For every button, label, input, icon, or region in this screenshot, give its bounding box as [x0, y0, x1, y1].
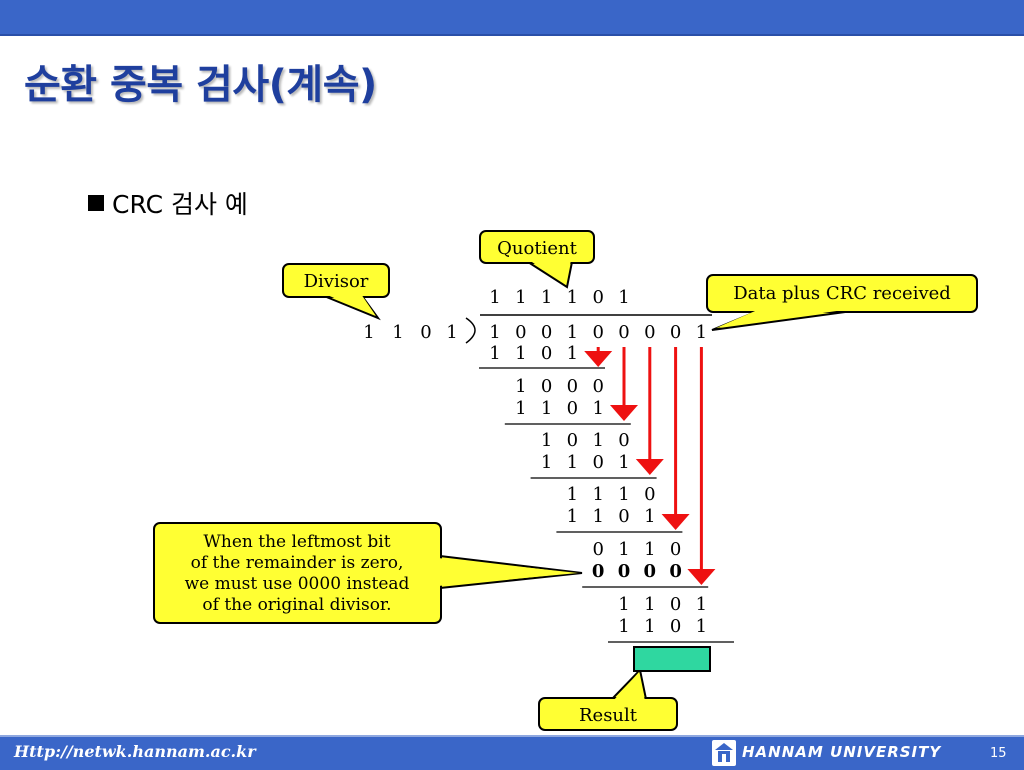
dividend-bit: 1	[489, 322, 500, 343]
slide-title: 순환 중복 검사(계속)	[24, 62, 377, 108]
quotient-bit: 1	[618, 287, 629, 308]
division-bracket	[465, 317, 476, 344]
step-bit: 1	[696, 594, 707, 615]
note-line-3: we must use 0000 instead	[185, 574, 410, 594]
university-logo-icon	[712, 740, 736, 766]
bring-down-arrows	[584, 347, 716, 585]
step-bit: 1	[541, 430, 552, 451]
quotient-bit: 1	[541, 287, 552, 308]
data-crc-callout-box	[706, 274, 978, 313]
divisor-bit: 0	[420, 322, 431, 343]
step-bit: 1	[644, 539, 655, 560]
footer-university-name: HANNAM UNIVERSITY	[742, 743, 942, 761]
step-bit: 0	[592, 539, 603, 560]
step-bit: 1	[592, 398, 603, 419]
step-bit: 1	[618, 484, 629, 505]
step-bit: 1	[489, 343, 500, 364]
dividend-bit: 0	[670, 322, 681, 343]
dividend-bit: 1	[696, 322, 707, 343]
data-crc-callout-pointer-fill	[716, 308, 858, 328]
step-bit: 0	[644, 561, 657, 582]
bring-down-arrow	[584, 347, 613, 367]
footer-url[interactable]: Http://netwk.hannam.ac.kr	[14, 742, 256, 761]
step-bit: 0	[567, 398, 578, 419]
footer-bar: Http://netwk.hannam.ac.kr HANNAM UNIVERS…	[0, 735, 1024, 770]
step-bit: 1	[618, 616, 629, 637]
step-bit: 1	[644, 594, 655, 615]
quotient-bit: 1	[489, 287, 500, 308]
subtraction-lines	[479, 367, 734, 643]
quotient-label: Quotient	[497, 238, 577, 259]
step-bit: 1	[567, 343, 578, 364]
data-crc-label: Data plus CRC received	[733, 283, 951, 304]
step-bit: 0	[644, 484, 655, 505]
note-line-2: of the remainder is zero,	[191, 553, 404, 573]
step-bit: 1	[618, 539, 629, 560]
quotient-bit: 1	[515, 287, 526, 308]
result-label: Result	[579, 705, 638, 726]
divisor-bit: 1	[446, 322, 457, 343]
step-bit: 0	[567, 376, 578, 397]
result-callout-box	[538, 697, 678, 731]
step-bit: 0	[618, 430, 629, 451]
page-number: 15	[990, 746, 1007, 761]
bring-down-arrow	[635, 347, 664, 475]
step-bit: 0	[592, 452, 603, 473]
dividend-bit: 1	[567, 322, 578, 343]
top-header-bar	[0, 0, 1024, 36]
step-bit: 1	[618, 452, 629, 473]
step-bit: 0	[670, 539, 681, 560]
step-bit: 1	[644, 616, 655, 637]
step-bit: 0	[670, 616, 681, 637]
step-bit: 0	[541, 343, 552, 364]
step-bit: 1	[618, 594, 629, 615]
step-bit: 1	[592, 506, 603, 527]
step-bit: 1	[592, 484, 603, 505]
step-bit: 0	[567, 430, 578, 451]
step-bit: 0	[670, 594, 681, 615]
dividend-bit: 0	[541, 322, 552, 343]
quotient-bit: 1	[567, 287, 578, 308]
bring-down-arrow	[661, 347, 690, 530]
step-bit: 0	[541, 376, 552, 397]
bring-down-arrow	[687, 347, 716, 585]
step-bit: 1	[567, 452, 578, 473]
step-bit: 0	[618, 561, 631, 582]
note-callout-pointer-fill	[438, 558, 578, 586]
divisor-callout-pointer-fill	[325, 294, 376, 316]
crc-division-diagram: Quotient Divisor Data plus CRC received …	[153, 230, 978, 731]
step-bit: 1	[515, 343, 526, 364]
quotient-bit: 0	[592, 287, 603, 308]
step-bit: 1	[567, 484, 578, 505]
step-bit: 1	[567, 506, 578, 527]
step-bit: 0	[592, 376, 603, 397]
bullet-item: CRC 검사 예	[88, 185, 248, 221]
bullet-text: CRC 검사 예	[112, 190, 248, 219]
step-bit: 1	[515, 398, 526, 419]
divisor-label: Divisor	[304, 271, 369, 292]
dividend-bit: 0	[618, 322, 629, 343]
divisor-bit: 1	[363, 322, 374, 343]
step-bit: 1	[541, 452, 552, 473]
bullet-square-icon	[88, 195, 104, 211]
note-line-4: of the original divisor.	[202, 595, 391, 615]
divisor-bit: 1	[392, 322, 403, 343]
step-bit: 1	[644, 506, 655, 527]
bring-down-arrow	[610, 347, 638, 421]
dividend-bit: 0	[592, 322, 603, 343]
dividend-bit: 0	[644, 322, 655, 343]
step-bit: 0	[669, 561, 682, 582]
step-bit: 1	[515, 376, 526, 397]
note-line-1: When the leftmost bit	[203, 532, 390, 552]
result-callout-pointer-fill	[613, 672, 645, 701]
step-bit: 0	[592, 561, 605, 582]
step-bit: 1	[541, 398, 552, 419]
step-bit: 1	[592, 430, 603, 451]
quotient-callout-pointer-fill	[529, 260, 571, 285]
remainder-box	[633, 646, 711, 672]
step-bit: 0	[618, 506, 629, 527]
dividend-bit: 0	[515, 322, 526, 343]
step-bit: 1	[696, 616, 707, 637]
